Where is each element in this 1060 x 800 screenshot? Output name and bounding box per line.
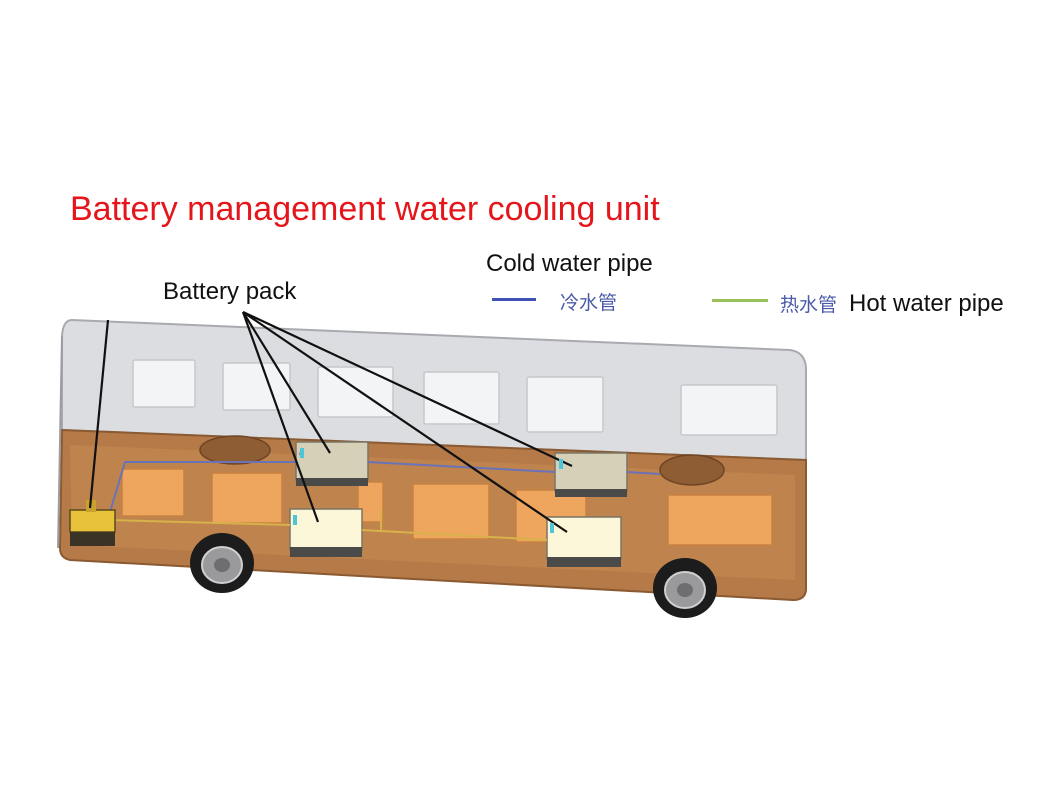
cold-pipe-legend-swatch bbox=[492, 298, 536, 301]
hot-pipe-legend-swatch bbox=[712, 299, 768, 302]
cooling-unit-leader-line bbox=[88, 319, 110, 509]
bus-windows bbox=[132, 359, 778, 436]
bus-front-edge bbox=[57, 335, 63, 549]
cold-water-pipes bbox=[109, 447, 661, 513]
pack-connectors bbox=[293, 448, 563, 533]
hot-water-pipe-label: Hot water pipe bbox=[849, 290, 1004, 317]
hot-water-pipes bbox=[109, 510, 548, 541]
diagram-title: Battery management water cooling unit bbox=[70, 190, 660, 228]
wheel-arches bbox=[199, 435, 725, 486]
battery-pack-leader-lines bbox=[241, 311, 573, 533]
battery-pack-label: Battery pack bbox=[163, 278, 297, 305]
wheel-front bbox=[190, 533, 254, 593]
orange-blocks bbox=[121, 468, 773, 546]
cold-water-pipe-label: Cold water pipe bbox=[486, 250, 653, 277]
wheel-rear bbox=[653, 558, 717, 618]
hot-water-pipe-cn-label: 热水管 bbox=[780, 294, 838, 316]
cold-water-pipe-cn-label: 冷水管 bbox=[560, 292, 618, 314]
